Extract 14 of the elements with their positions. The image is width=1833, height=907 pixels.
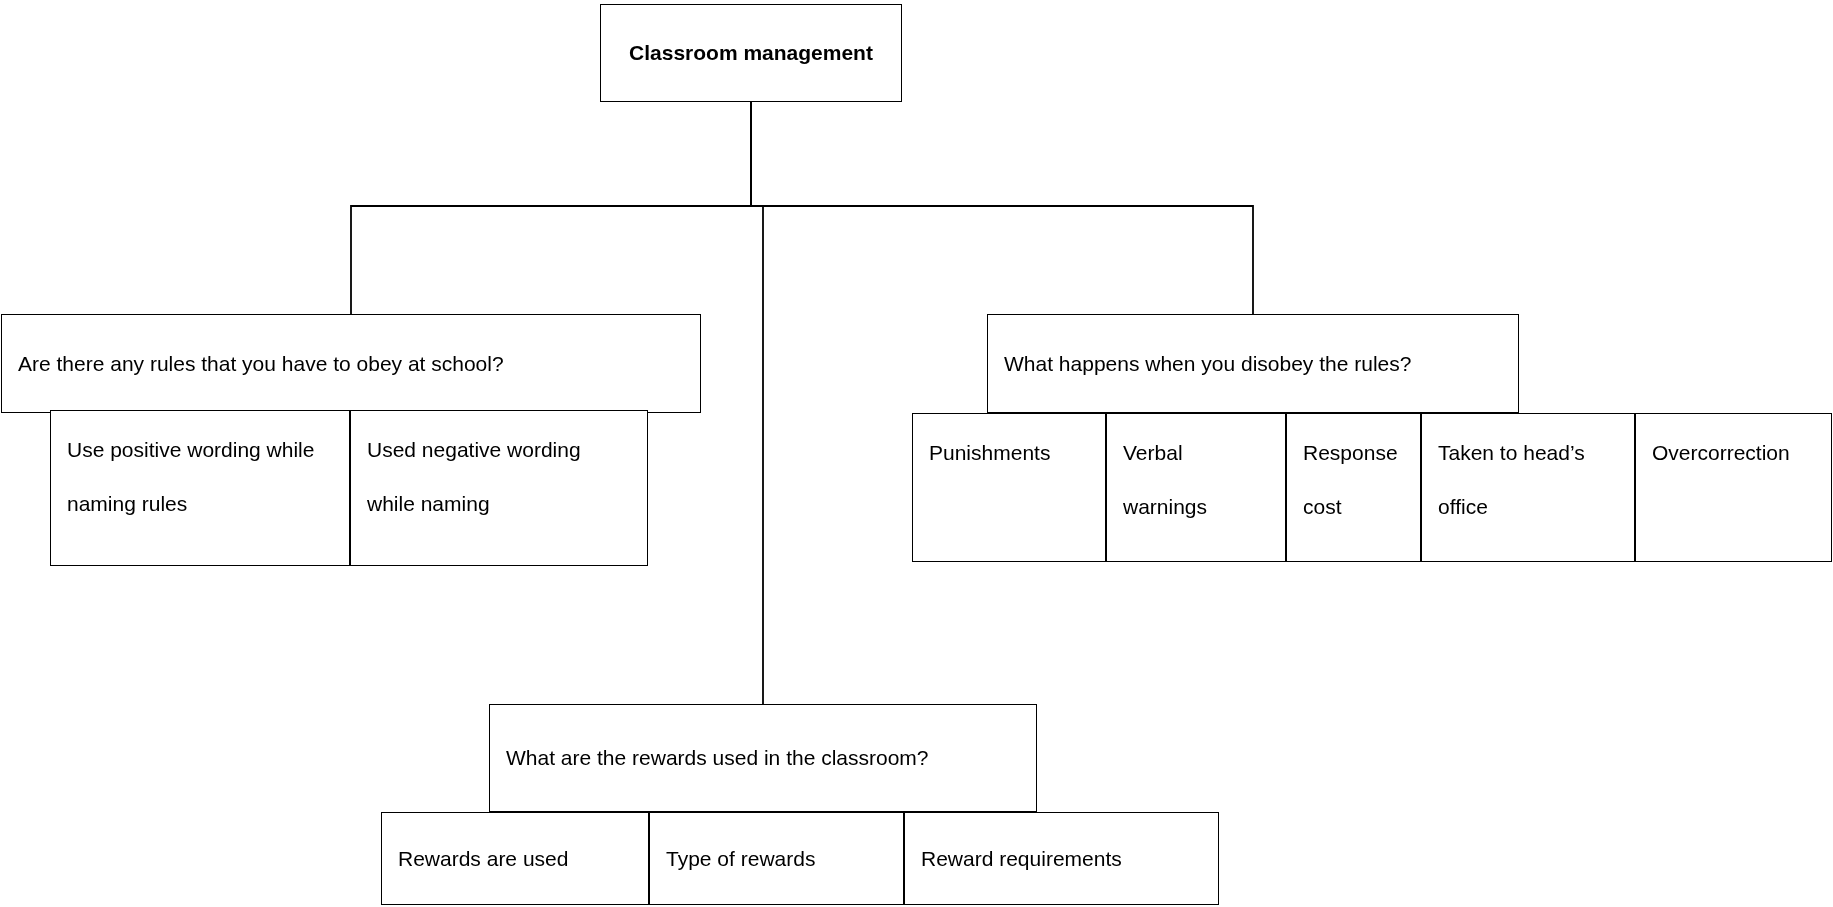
answer-box: Type of rewards [649,812,904,905]
question-box: What happens when you disobey the rules? [987,314,1519,413]
answer-box: Response cost [1286,413,1421,562]
answer-box: Taken to head’s office [1421,413,1635,562]
answer-box: Overcorrection [1635,413,1832,562]
question-box: Are there any rules that you have to obey at school? [1,314,701,413]
answer-box: Use positive wording while naming rules [50,410,350,566]
answer-box: Reward requirements [904,812,1219,905]
root-topic-box: Classroom management [600,4,902,102]
answer-box: Rewards are used [381,812,649,905]
answer-box: Used negative wording while naming [350,410,648,566]
answer-box: Punishments [912,413,1106,562]
answer-box: Verbal warnings [1106,413,1286,562]
question-box: What are the rewards used in the classroom? [489,704,1037,812]
